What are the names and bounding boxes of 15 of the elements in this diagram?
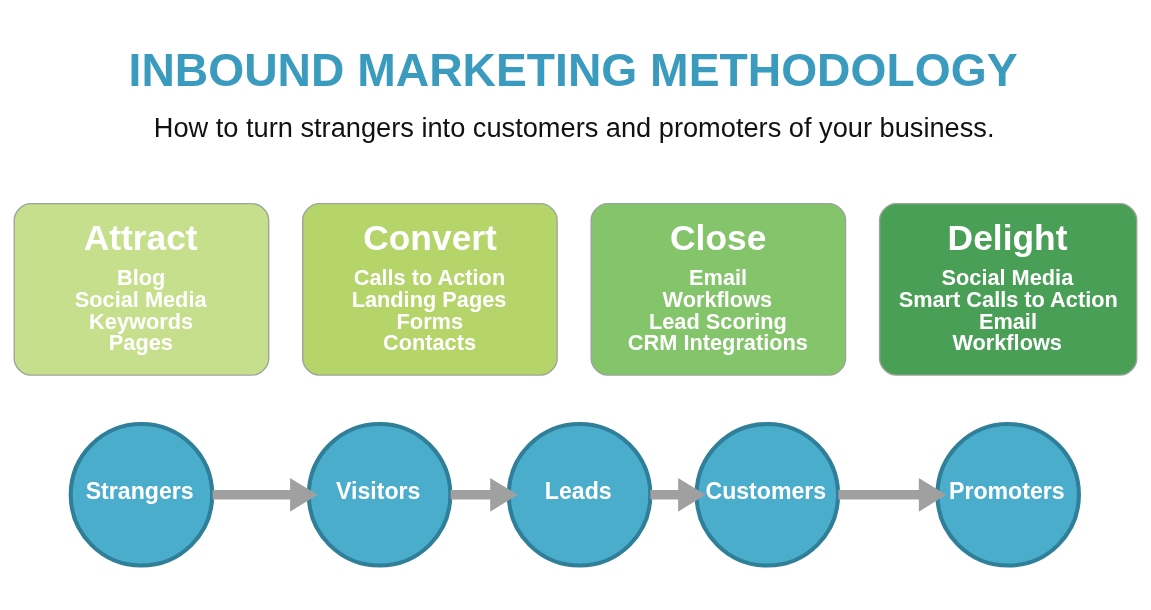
node-circle: Promoters [935, 422, 1081, 568]
node-circle: Customers [694, 422, 841, 568]
label: How to turn strangers into customers and promoters of your business. [153, 111, 995, 143]
arrow [838, 477, 947, 512]
arrow [450, 477, 518, 512]
arrow [212, 477, 318, 512]
node-box: Delight Social Media Smart Calls to Action Email Workflows [878, 202, 1138, 376]
node-circle: Leads [506, 422, 653, 568]
node-box: Attract Blog Social Media Keywords Pages [13, 202, 270, 376]
diagram-title: INBOUND MARKETING METHODOLOGY [128, 43, 1018, 96]
node-box: Convert Calls to Action Landing Pages Forms Contacts [302, 202, 558, 376]
node-box: Close Email Workflows Lead Scoring CRM Integrations [590, 202, 847, 376]
node-circle: Visitors [306, 422, 453, 568]
arrow [650, 477, 706, 512]
node-circle: Strangers [68, 422, 215, 568]
